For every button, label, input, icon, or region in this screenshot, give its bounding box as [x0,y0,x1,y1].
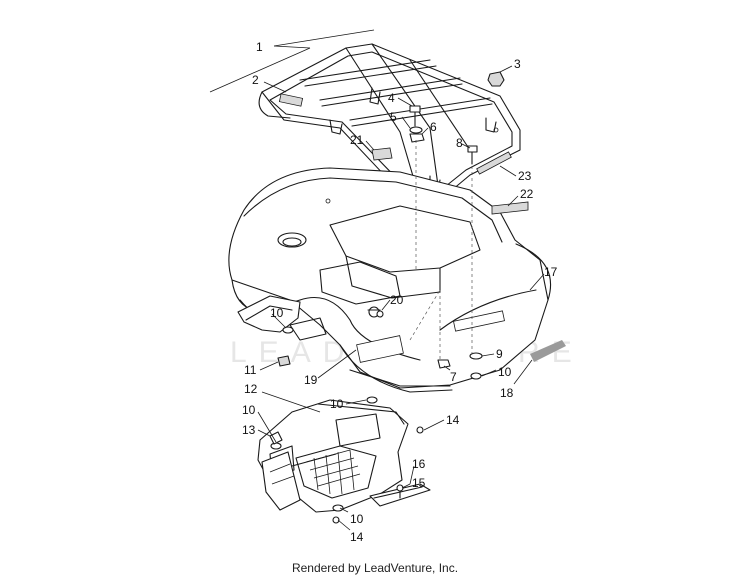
callout-14a: 14 [446,413,460,427]
leader-lines [209,29,545,531]
callout-4: 4 [388,91,395,105]
callout-8: 8 [456,136,463,150]
callout-6: 6 [430,120,437,134]
rear-rack [258,43,521,210]
callout-10b: 10 [498,365,512,379]
callout-3: 3 [514,57,521,71]
decal-21 [371,147,393,161]
render-credit: Rendered by LeadVenture, Inc. [291,561,459,575]
decal-22 [491,201,529,215]
callout-12: 12 [244,382,258,396]
callout-labels: 1 2 3 4 5 6 7 8 9 10 10 10 10 10 11 12 1… [242,40,558,544]
callout-11: 11 [244,363,257,377]
decal-18 [530,340,566,362]
callout-10d: 10 [242,403,256,417]
callout-14b: 14 [350,530,364,544]
callout-10e: 10 [350,512,364,526]
callout-15: 15 [412,476,426,490]
callout-1: 1 [256,40,263,54]
callout-10c: 10 [330,397,344,411]
callout-2: 2 [252,73,259,87]
alignment-lines [409,140,473,360]
callout-9: 9 [496,347,503,361]
callout-21: 21 [350,133,364,147]
callout-17: 17 [544,265,558,279]
callout-23: 23 [518,169,532,183]
callout-22: 22 [520,187,534,201]
callout-19: 19 [304,373,318,387]
footwell [257,399,409,513]
callout-18: 18 [500,386,514,400]
callout-13: 13 [242,423,256,437]
left-splash-guard [237,295,327,341]
callout-10a: 10 [270,306,284,320]
callout-20: 20 [390,293,404,307]
hardware [269,71,505,524]
callout-5: 5 [390,110,397,124]
rear-fender [228,167,552,393]
callout-16: 16 [412,457,426,471]
callout-7: 7 [450,370,457,384]
